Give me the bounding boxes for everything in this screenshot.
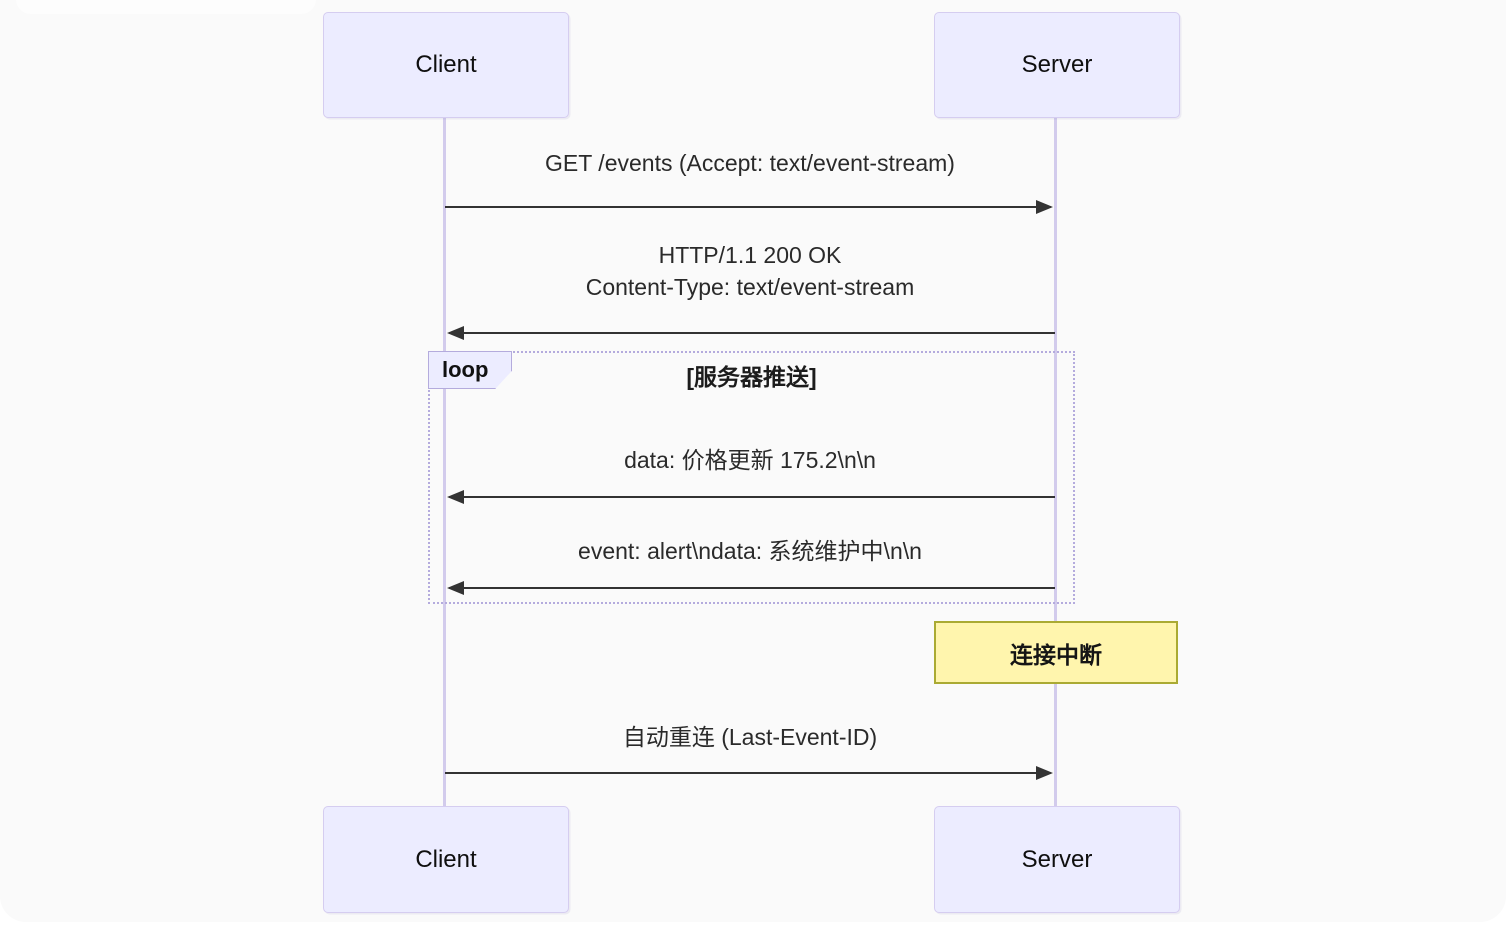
arrow-server-to-client-event: [447, 581, 1055, 595]
loop-frame: [428, 351, 1075, 604]
actor-client-top: Client: [323, 12, 569, 118]
message-data-price-update: data: 价格更新 175.2\n\n: [624, 447, 876, 473]
actor-client-bottom: Client: [323, 806, 569, 913]
actor-server-top: Server: [934, 12, 1180, 118]
message-event-alert: event: alert\ndata: 系统维护中\n\n: [578, 538, 922, 564]
arrow-server-to-client-data: [447, 490, 1055, 504]
arrow-server-to-client-200ok: [447, 326, 1055, 340]
message-auto-reconnect: 自动重连 (Last-Event-ID): [622, 724, 878, 750]
lifeline-server: [1054, 116, 1057, 806]
message-http-response-line1: HTTP/1.1 200 OK: [658, 242, 842, 268]
message-http-response: HTTP/1.1 200 OK Content-Type: text/event…: [445, 239, 1055, 303]
lifeline-client: [443, 116, 446, 806]
loop-condition-label: [服务器推送]: [686, 364, 817, 390]
message-get-events: GET /events (Accept: text/event-stream): [545, 150, 955, 176]
message-http-response-line2: Content-Type: text/event-stream: [585, 274, 915, 300]
background-pill: [16, 0, 316, 14]
arrow-client-to-server-get: [445, 200, 1053, 214]
arrow-client-to-server-reconnect: [445, 766, 1053, 780]
actor-server-bottom: Server: [934, 806, 1180, 913]
loop-keyword-tab: loop: [428, 351, 512, 389]
note-connection-interrupted: 连接中断: [934, 621, 1178, 684]
